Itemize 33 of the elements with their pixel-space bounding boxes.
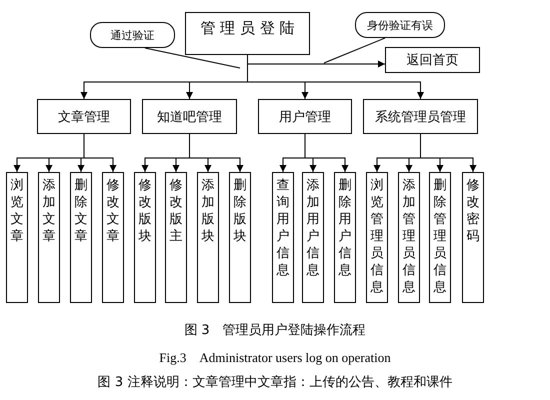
start-box: 管 理 员 登 陆 xyxy=(185,12,310,55)
arrow xyxy=(247,54,424,100)
leader-line xyxy=(324,38,386,64)
process-box: 添加文章 xyxy=(38,172,60,303)
arrow xyxy=(304,134,348,172)
callout-bubble: 通过验证 xyxy=(90,22,175,48)
process-box: 删除版块 xyxy=(229,172,251,303)
process-box: 查询用户信息 xyxy=(272,172,294,303)
leader-line xyxy=(144,48,240,68)
note-text: 图 3 注释说明：文章管理中文章指：上传的公告、教程和课件 xyxy=(98,375,452,390)
process-box: 删除管理员信息 xyxy=(429,172,451,303)
process-box: 返回首页 xyxy=(385,47,480,73)
process-box: 文章管理 xyxy=(37,99,131,134)
arrow xyxy=(84,134,116,172)
process-box: 修改文章 xyxy=(102,172,124,303)
figure-caption: 图 3 管理员用户登陆操作流程 xyxy=(184,323,366,338)
process-box: 添加用户信息 xyxy=(302,172,324,303)
process-box: 浏览管理员信息 xyxy=(366,172,388,303)
english-caption: Fig.3 Administrator users log on operation xyxy=(159,350,391,365)
process-box: 删除文章 xyxy=(70,172,92,303)
process-box: 修改版主 xyxy=(165,172,187,303)
process-box: 修改密码 xyxy=(462,172,484,303)
process-box: 系统管理员管理 xyxy=(363,99,478,134)
arrow xyxy=(420,134,476,172)
process-box: 用户管理 xyxy=(258,99,352,134)
callout-bubble: 身份验证有误 xyxy=(355,12,445,38)
process-box: 添加管理员信息 xyxy=(398,172,420,303)
process-box: 知道吧管理 xyxy=(142,99,237,134)
process-box: 删除用户信息 xyxy=(334,172,356,303)
process-box: 修改版块 xyxy=(134,172,156,303)
process-box: 浏览文章 xyxy=(6,172,28,303)
arrow xyxy=(189,134,244,172)
process-box: 添加版块 xyxy=(197,172,219,303)
